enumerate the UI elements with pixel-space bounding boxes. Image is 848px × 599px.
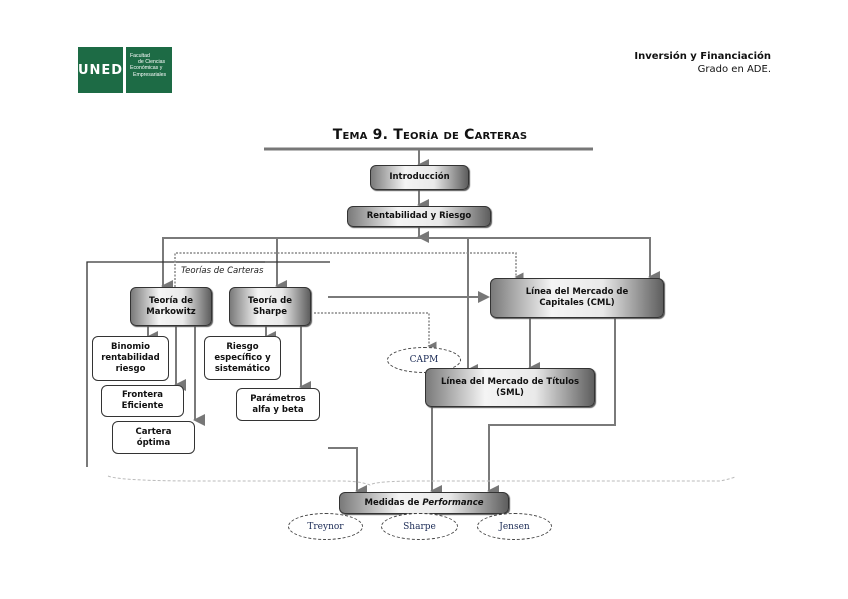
node-jensen[interactable]: Jensen <box>477 513 552 540</box>
node-cartera[interactable]: Cartera óptima <box>112 421 195 454</box>
node-capm-label: CAPM <box>409 355 439 365</box>
node-markowitz-label: Teoría de Markowitz <box>146 295 196 317</box>
course-subtitle: Grado en ADE. <box>697 64 771 75</box>
dotted-sharpe-capm <box>314 312 437 351</box>
node-binomio-label: Binomio rentabilidad riesgo <box>101 342 160 374</box>
node-treynor[interactable]: Treynor <box>288 513 363 540</box>
node-medidas-performance[interactable]: Medidas de Performance <box>339 492 509 514</box>
arrow-left-medidas <box>328 447 367 497</box>
group-frame <box>86 261 265 467</box>
node-parametros-label: Parámetros alfa y beta <box>250 393 306 415</box>
faculty-logo: Facultad de Ciencias Económicas y Empres… <box>126 47 172 93</box>
node-sharpe-label: Teoría de Sharpe <box>248 295 292 317</box>
uned-logo: UNED <box>78 47 123 93</box>
node-riesgo-label: Riesgo específico y sistemático <box>214 341 271 374</box>
separator-curve <box>107 475 736 486</box>
arrow-cml-medidas <box>487 318 616 497</box>
node-riesgo[interactable]: Riesgo específico y sistemático <box>204 336 281 380</box>
node-sml-label: Línea del Mercado de Títulos (SML) <box>440 376 580 398</box>
node-frontera[interactable]: Frontera Eficiente <box>101 385 184 417</box>
node-jensen-label: Jensen <box>499 521 530 532</box>
node-frontera-label: Frontera Eficiente <box>121 390 164 411</box>
node-medidas-prefix: Medidas de <box>364 497 423 508</box>
node-sharpe-measure-label: Sharpe <box>403 521 436 532</box>
faculty-line-2: de Ciencias <box>138 59 166 66</box>
node-cml-label: Línea del Mercado de Capitales (CML) <box>525 287 629 308</box>
course-title: Inversión y Financiación <box>634 51 771 62</box>
node-cml[interactable]: Línea del Mercado de Capitales (CML) <box>490 278 664 318</box>
dotted-markowitz-cml <box>174 252 524 287</box>
node-sharpe-measure[interactable]: Sharpe <box>381 513 458 540</box>
faculty-line-1: Facultad <box>130 53 150 59</box>
node-introduccion[interactable]: Introducción <box>370 165 469 190</box>
node-cartera-label: Cartera óptima <box>135 426 172 448</box>
node-medidas-italic: Performance <box>422 497 484 508</box>
node-parametros[interactable]: Parámetros alfa y beta <box>236 388 320 421</box>
diagram-title: Tema 9. Teoría de Carteras <box>332 127 528 143</box>
node-sharpe[interactable]: Teoría de Sharpe <box>229 287 311 326</box>
node-sml[interactable]: Línea del Mercado de Títulos (SML) <box>425 368 595 407</box>
node-binomio[interactable]: Binomio rentabilidad riesgo <box>92 336 169 381</box>
node-markowitz[interactable]: Teoría de Markowitz <box>130 287 212 326</box>
course-info: Inversión y Financiación Grado en ADE. <box>634 50 771 76</box>
node-rentabilidad-riesgo-label: Rentabilidad y Riesgo <box>366 211 472 221</box>
group-label-teorias: Teorías de Carteras <box>181 266 264 276</box>
node-treynor-label: Treynor <box>307 521 344 532</box>
faculty-line-3: Económicas y <box>130 65 163 72</box>
faculty-line-4: Empresariales <box>133 71 167 78</box>
node-rentabilidad-riesgo[interactable]: Rentabilidad y Riesgo <box>347 206 491 227</box>
node-introduccion-label: Introducción <box>389 172 450 182</box>
